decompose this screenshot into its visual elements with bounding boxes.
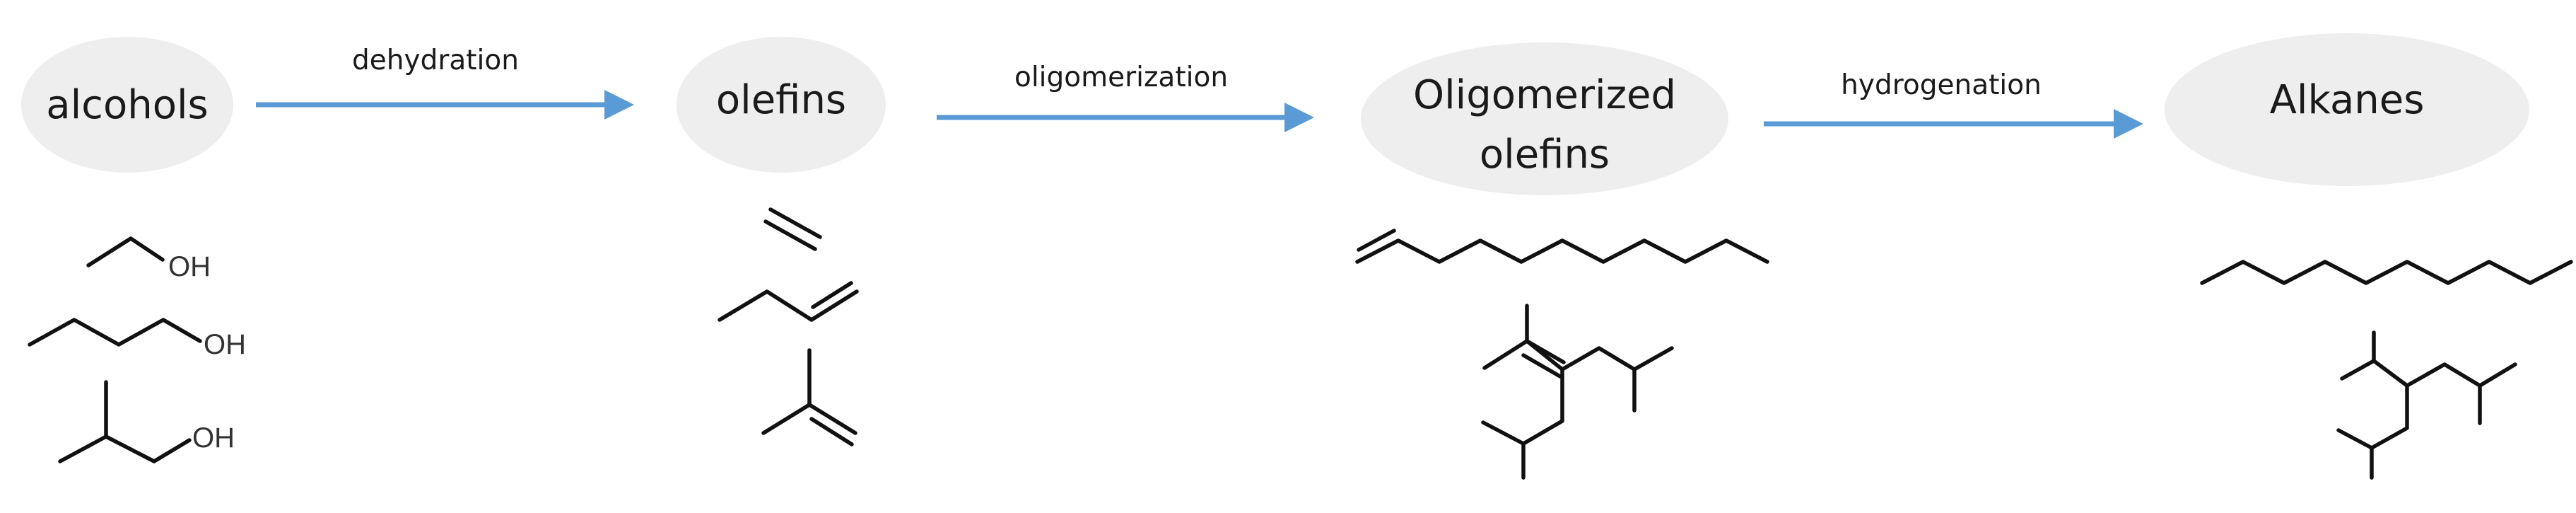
edge-hydrogenation-label: hydrogenation	[1841, 69, 2042, 101]
node-oligomerized-olefins: Oligomerized olefins	[1361, 42, 1728, 195]
node-alkanes-ellipse	[2165, 33, 2529, 186]
butanol-oh-label: OH	[204, 329, 246, 360]
ethylene-double-bond-2	[763, 219, 817, 251]
ethylene-double-bond-1	[768, 207, 822, 239]
node-alcohols-label: alcohols	[46, 82, 208, 128]
node-oligomerized-ellipse	[1361, 42, 1728, 195]
edge-dehydration-label: dehydration	[352, 45, 519, 76]
isobutylene-double-bond-inner	[809, 417, 854, 446]
ethanol-skeleton	[86, 236, 165, 267]
node-olefins-ellipse	[677, 37, 886, 173]
molecule-butanol: OH	[28, 318, 246, 360]
molecule-dodecane	[2200, 260, 2573, 285]
node-oligomerized-label-line1: Oligomerized	[1413, 72, 1676, 118]
molecule-isobutylene	[761, 348, 857, 446]
branched-olefin-lower-methyl	[1481, 420, 1526, 446]
molecule-branched-alkane	[2336, 330, 2517, 480]
butanol-skeleton	[28, 318, 202, 347]
node-alkanes: Alkanes	[2165, 33, 2529, 186]
isobutylene-skeleton	[761, 403, 857, 435]
molecule-branched-olefin	[1481, 304, 1674, 480]
butene-skeleton	[718, 289, 859, 322]
isobutanol-skeleton	[58, 434, 192, 463]
branched-alkane-lower-methyl	[2336, 428, 2374, 450]
edge-oligomerization: oligomerization	[937, 62, 1314, 132]
molecule-ethanol: OH	[86, 236, 211, 282]
dodecene-skeleton	[1355, 238, 1769, 264]
branched-alkane-main-chain	[2340, 359, 2517, 388]
node-alcohols-ellipse	[21, 37, 233, 173]
branched-alkane-lower-branch	[2370, 384, 2409, 480]
edge-hydrogenation: hydrogenation	[1764, 69, 2143, 139]
branched-olefin-double-bond-inner	[1521, 353, 1562, 379]
dodecene-double-bond-inner	[1357, 229, 1396, 252]
edge-dehydration: dehydration	[256, 45, 634, 120]
molecule-ethylene	[763, 207, 822, 251]
branched-olefin-lower-branch	[1521, 367, 1564, 480]
molecule-butene	[718, 281, 859, 322]
node-olefins-label: olefins	[716, 77, 846, 123]
branched-olefin-double-bond	[1525, 339, 1566, 364]
isobutanol-oh-label: OH	[192, 422, 235, 454]
molecule-dodecene	[1355, 229, 1769, 264]
molecule-isobutanol: OH	[58, 380, 235, 463]
node-oligomerized-label-line2: olefins	[1480, 132, 1610, 178]
edge-oligomerization-label: oligomerization	[1014, 62, 1228, 93]
node-olefins: olefins	[677, 37, 886, 173]
butene-double-bond-inner	[811, 281, 853, 309]
node-alkanes-label: Alkanes	[2270, 77, 2425, 123]
ethanol-oh-label: OH	[168, 251, 211, 282]
node-alcohols: alcohols	[21, 37, 233, 173]
dodecane-skeleton	[2200, 260, 2573, 285]
branched-olefin-main-chain	[1482, 339, 1674, 371]
